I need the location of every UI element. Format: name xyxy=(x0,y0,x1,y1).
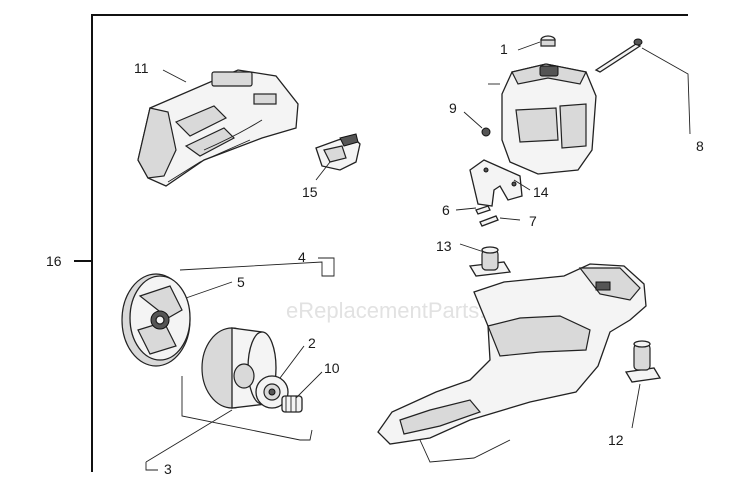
part-14-gasket xyxy=(469,159,523,207)
label-part-16: 16 xyxy=(46,253,62,269)
label-part-7: 7 xyxy=(529,213,537,229)
label-part-1: 1 xyxy=(500,41,508,57)
leader-10 xyxy=(295,371,323,399)
label-part-2: 2 xyxy=(308,335,316,351)
part-12-mount xyxy=(624,340,662,383)
part-1-knob xyxy=(540,35,556,47)
leader-4 xyxy=(179,257,335,277)
part-6-screw xyxy=(475,205,491,215)
part-13-mount xyxy=(468,246,512,277)
leader-8 xyxy=(641,47,691,135)
part-2-sprocket xyxy=(255,375,289,409)
assembly-frame xyxy=(91,14,688,472)
leader-11 xyxy=(162,69,187,83)
label-part-13: 13 xyxy=(436,238,452,254)
leader-1 xyxy=(517,41,541,51)
leader-7 xyxy=(499,217,521,221)
leader-5 xyxy=(185,281,233,299)
label-part-9: 9 xyxy=(449,100,457,116)
part-11-side-cover xyxy=(137,69,299,187)
label-part-6: 6 xyxy=(442,202,450,218)
label-part-10: 10 xyxy=(324,360,340,376)
leader-6 xyxy=(455,207,477,211)
part-10-bearing xyxy=(281,395,303,413)
part-housing-cover xyxy=(488,63,597,175)
label-part-8: 8 xyxy=(696,138,704,154)
part-8-bolt xyxy=(594,38,643,73)
leader-13 xyxy=(459,243,485,253)
label-part-15: 15 xyxy=(302,184,318,200)
label-part-14: 14 xyxy=(533,184,549,200)
leader-3 xyxy=(145,409,233,471)
part-5-clutch xyxy=(121,273,191,367)
leader-14 xyxy=(513,179,531,191)
leader-3-bracket xyxy=(181,376,313,441)
leader-2 xyxy=(279,345,305,379)
part-main-handle-housing xyxy=(377,263,647,463)
label-part-4: 4 xyxy=(298,249,306,265)
part-7-screw xyxy=(479,215,499,227)
leader-9 xyxy=(463,111,483,129)
label-part-5: 5 xyxy=(237,274,245,290)
part-9-nut xyxy=(481,127,491,137)
label-part-12: 12 xyxy=(608,432,624,448)
leader-12 xyxy=(631,383,641,429)
label-part-3: 3 xyxy=(164,461,172,477)
leader-15 xyxy=(315,161,331,181)
label-part-11: 11 xyxy=(134,60,149,76)
part-15-bracket xyxy=(315,133,361,171)
